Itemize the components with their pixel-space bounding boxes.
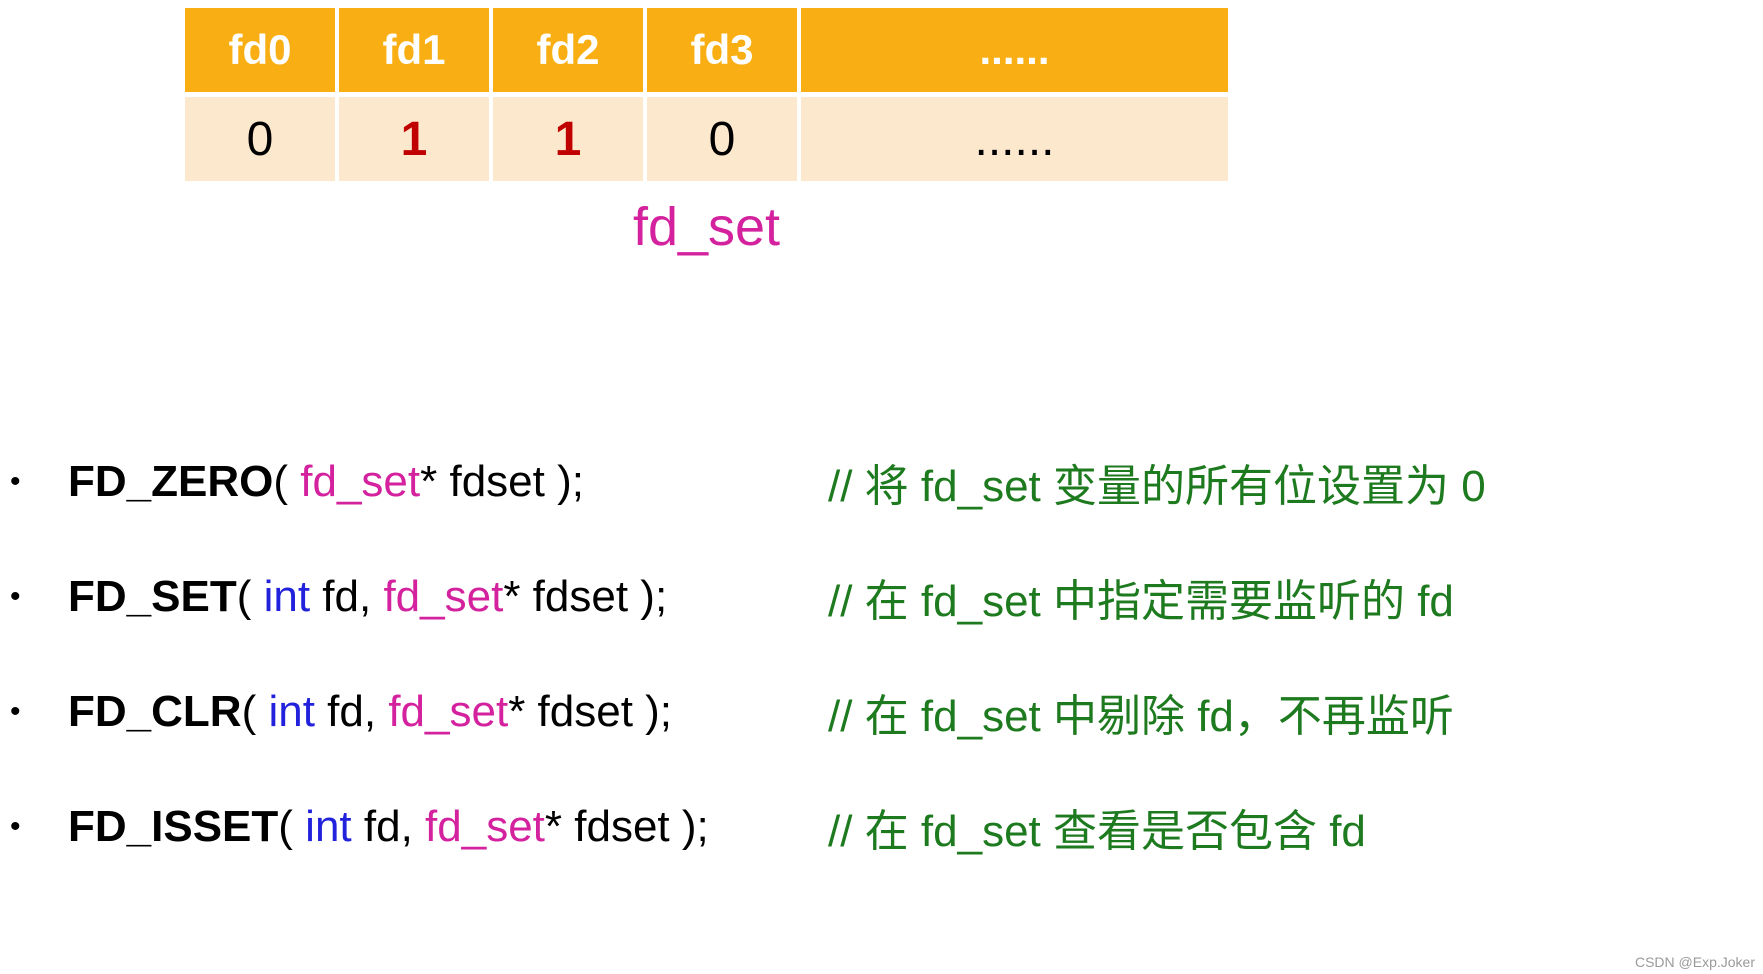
function-item: •FD_ISSET( int fd, fd_set* fdset );// 在 … [10,769,1758,884]
function-signature: FD_ZERO( fd_set* fdset ); [68,457,828,507]
fd-set-caption: fd_set [632,197,781,257]
function-signature: FD_ISSET( int fd, fd_set* fdset ); [68,802,828,852]
signature-segment-plain: * fdset ); [544,801,709,851]
signature-segment-plain: * fdset ); [508,686,673,736]
fd-table-value-cell: 0 [647,97,797,181]
watermark: CSDN @Exp.Joker [1634,954,1755,970]
fd-table-header-cell: fd3 [647,8,797,92]
fd-table-value-cell: 1 [339,97,489,181]
fd-table-value-cell: 0 [185,97,335,181]
signature-segment-kw: int [263,571,311,621]
signature-segment-plain: * fdset ); [503,571,668,621]
fd-table-header-cell: fd1 [339,8,489,92]
signature-segment-plain: ( [241,686,269,736]
signature-segment-plain: ( [236,571,264,621]
signature-segment-plain: ( [278,801,306,851]
bullet-marker: • [10,464,21,498]
bullet-marker: • [10,694,21,728]
fd-table-header-cell: ...... [801,8,1228,92]
fd-table-header-cell: fd2 [493,8,643,92]
fd-table-value-cell: 1 [493,97,643,181]
fd-table-header-cell: fd0 [185,8,335,92]
signature-segment-type: fd_set [388,686,509,736]
signature-segment-plain: ( [273,456,301,506]
fd-table-value-cell: ...... [801,97,1228,181]
signature-segment-type: fd_set [425,801,545,851]
signature-segment-plain: fd, [310,571,384,621]
signature-segment-kw: int [268,686,315,736]
function-signature: FD_CLR( int fd, fd_set* fdset ); [68,687,828,737]
function-comment: // 在 fd_set 中剔除 fd，不再监听 [828,691,1454,741]
bullet-marker: • [10,809,21,843]
bullet-marker: • [10,579,21,613]
signature-segment-fn: FD_SET [68,571,237,621]
signature-segment-fn: FD_ISSET [68,801,279,851]
function-signature: FD_SET( int fd, fd_set* fdset ); [68,572,828,622]
signature-segment-fn: FD_CLR [68,686,242,736]
signature-segment-plain: fd, [351,801,426,851]
signature-segment-type: fd_set [383,571,504,621]
function-comment: // 在 fd_set 中指定需要监听的 fd [828,576,1454,626]
function-list: •FD_ZERO( fd_set* fdset );// 将 fd_set 变量… [10,424,1758,884]
signature-segment-plain: * fdset ); [420,456,584,506]
signature-segment-fn: FD_ZERO [68,456,274,506]
signature-segment-kw: int [305,801,352,851]
signature-segment-plain: fd, [314,686,389,736]
signature-segment-type: fd_set [300,456,421,506]
function-item: •FD_CLR( int fd, fd_set* fdset );// 在 fd… [10,654,1758,769]
function-comment: // 将 fd_set 变量的所有位设置为 0 [828,461,1486,511]
function-item: •FD_ZERO( fd_set* fdset );// 将 fd_set 变量… [10,424,1758,539]
function-item: •FD_SET( int fd, fd_set* fdset );// 在 fd… [10,539,1758,654]
function-comment: // 在 fd_set 查看是否包含 fd [828,806,1366,856]
